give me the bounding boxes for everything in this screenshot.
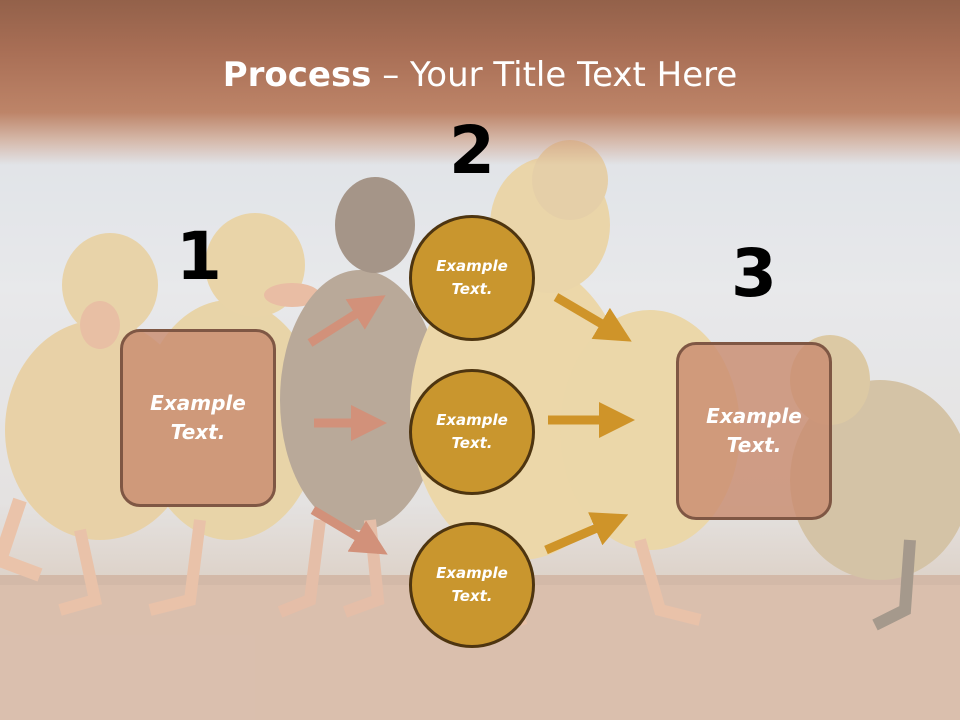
step-2-node-bottom: Example Text. [409,522,535,648]
node-middle-label: Example Text. [436,411,508,452]
title-rest-part: – Your Title Text Here [371,55,738,95]
step-3-label: Example Text. [706,404,802,457]
arrow-box1-to-node-bottom [310,506,388,555]
node-bottom-label: Example Text. [436,564,508,605]
step-number-2: 2 [449,112,495,189]
step-number-1: 1 [176,218,222,295]
step-2-node-middle: Example Text. [409,369,535,495]
arrow-node-bottom-to-box3 [544,512,629,555]
slide-title: Process – Your Title Text Here [0,52,960,98]
arrow-box1-to-node-top [307,295,386,347]
step-3-box: Example Text. [676,342,832,520]
step-number-3: 3 [731,235,777,312]
step-2-node-top: Example Text. [409,215,535,341]
title-band [0,0,960,165]
node-top-label: Example Text. [436,257,508,298]
step-1-label: Example Text. [150,391,246,444]
arrow-node-top-to-box3 [553,293,632,342]
title-bold-part: Process [222,55,372,95]
step-1-box: Example Text. [120,329,276,507]
